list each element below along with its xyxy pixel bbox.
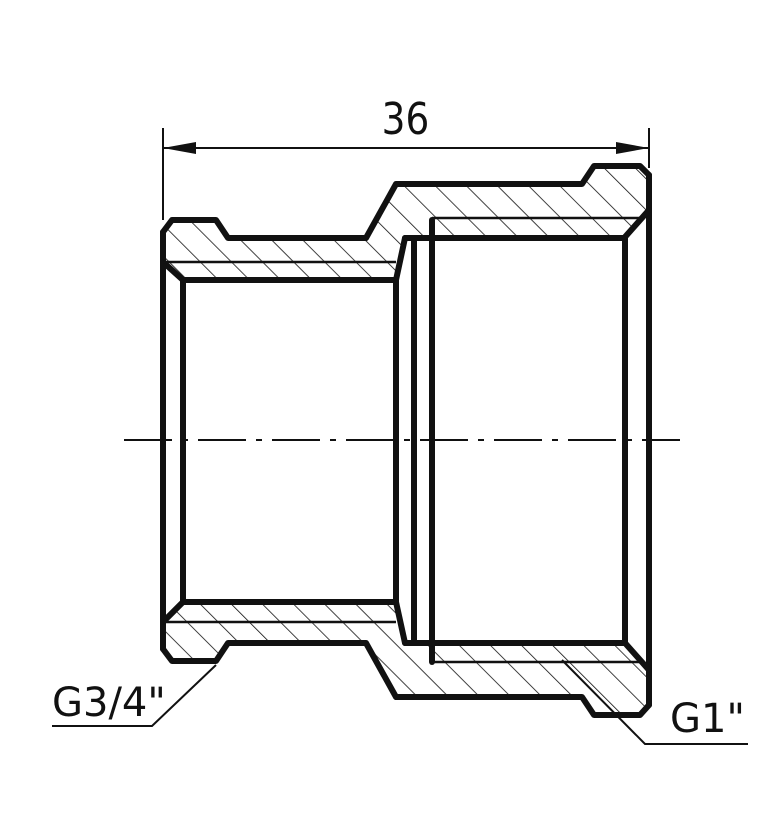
large-thread-leader (561, 659, 748, 745)
arrowhead-left-icon (163, 142, 196, 154)
small-thread-leader (52, 664, 217, 727)
left-chamfer-top (160, 259, 186, 283)
lower-wall-section (163, 602, 649, 715)
overall-length-dimension: 36 (162, 93, 650, 220)
left-chamfer-bottom (160, 599, 186, 625)
upper-wall-section (163, 166, 649, 280)
right-chamfer-bottom (622, 640, 652, 673)
right-chamfer-top (622, 207, 652, 240)
bore-step-bottom-ramp (393, 599, 408, 646)
upper-outer-profile (160, 163, 652, 265)
large-thread-callout: G1" (561, 659, 748, 745)
bore-step-top-ramp (393, 235, 408, 283)
small-thread-callout: G3/4" (52, 664, 217, 727)
dimension-36-label: 36 (382, 93, 430, 145)
large-thread-label: G1" (670, 696, 745, 742)
small-thread-label: G3/4" (52, 680, 166, 726)
lower-outer-profile (160, 619, 652, 718)
arrowhead-right-icon (616, 142, 649, 154)
